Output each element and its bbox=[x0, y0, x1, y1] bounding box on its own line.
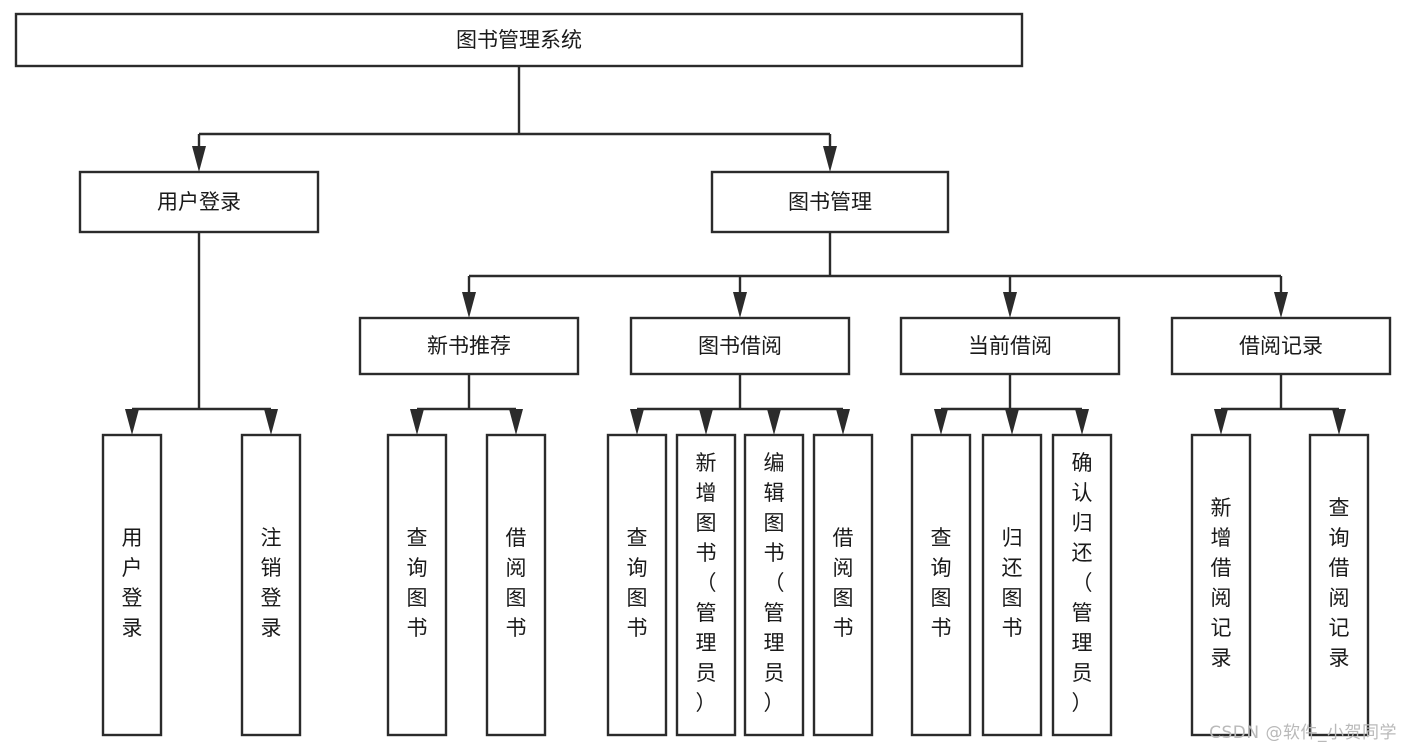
node-label: 注销登录 bbox=[261, 526, 282, 640]
node-boxes: 图书管理系统用户登录图书管理新书推荐图书借阅当前借阅借阅记录用户登录注销登录查询… bbox=[14, 12, 1392, 737]
node-label: 当前借阅 bbox=[968, 334, 1052, 358]
node-label: 图书管理 bbox=[788, 190, 872, 214]
node-label: 图书借阅 bbox=[698, 334, 782, 358]
node-label: 归还图书 bbox=[1002, 526, 1023, 640]
node-leaf-query-book-2[interactable]: 查询图书 bbox=[606, 433, 668, 737]
node-label: 新书推荐 bbox=[427, 334, 511, 358]
node-label: 借阅记录 bbox=[1239, 334, 1323, 358]
node-label: 新增借阅记录 bbox=[1211, 496, 1232, 670]
node-label: 借阅图书 bbox=[833, 526, 854, 640]
node-leaf-edit-book[interactable]: 编辑图书（管理员） bbox=[743, 433, 805, 737]
node-current-borrow[interactable]: 当前借阅 bbox=[899, 316, 1121, 376]
node-leaf-user-login[interactable]: 用户登录 bbox=[101, 433, 163, 737]
node-leaf-add-record[interactable]: 新增借阅记录 bbox=[1190, 433, 1252, 737]
node-label: 借阅图书 bbox=[506, 526, 527, 640]
node-leaf-return-book[interactable]: 归还图书 bbox=[981, 433, 1043, 737]
node-label: 编辑图书（管理员） bbox=[764, 451, 785, 715]
node-label: 查询图书 bbox=[627, 526, 648, 640]
node-leaf-query-book-3[interactable]: 查询图书 bbox=[910, 433, 972, 737]
node-label: 查询图书 bbox=[407, 526, 428, 640]
node-label: 查询借阅记录 bbox=[1329, 496, 1350, 670]
node-book-borrow[interactable]: 图书借阅 bbox=[629, 316, 851, 376]
node-leaf-logout[interactable]: 注销登录 bbox=[240, 433, 302, 737]
node-borrow-record[interactable]: 借阅记录 bbox=[1170, 316, 1392, 376]
node-label: 图书管理系统 bbox=[456, 28, 582, 52]
node-leaf-borrow-book-1[interactable]: 借阅图书 bbox=[485, 433, 547, 737]
node-leaf-confirm-return[interactable]: 确认归还（管理员） bbox=[1051, 433, 1113, 737]
node-root-system[interactable]: 图书管理系统 bbox=[14, 12, 1024, 68]
node-label: 用户登录 bbox=[157, 190, 241, 214]
node-label: 查询图书 bbox=[931, 526, 952, 640]
node-label: 用户登录 bbox=[122, 526, 143, 640]
node-user-login[interactable]: 用户登录 bbox=[78, 170, 320, 234]
csdn-watermark: CSDN @软件_小贺同学 bbox=[1209, 723, 1397, 743]
node-leaf-add-book[interactable]: 新增图书（管理员） bbox=[675, 433, 737, 737]
node-leaf-borrow-book-2[interactable]: 借阅图书 bbox=[812, 433, 874, 737]
node-label: 新增图书（管理员） bbox=[696, 451, 717, 715]
node-book-manage[interactable]: 图书管理 bbox=[710, 170, 950, 234]
node-leaf-query-book-1[interactable]: 查询图书 bbox=[386, 433, 448, 737]
connector-lines bbox=[125, 66, 1346, 435]
node-leaf-query-record[interactable]: 查询借阅记录 bbox=[1308, 433, 1370, 737]
node-new-book-recommend[interactable]: 新书推荐 bbox=[358, 316, 580, 376]
node-label: 确认归还（管理员） bbox=[1072, 451, 1093, 715]
